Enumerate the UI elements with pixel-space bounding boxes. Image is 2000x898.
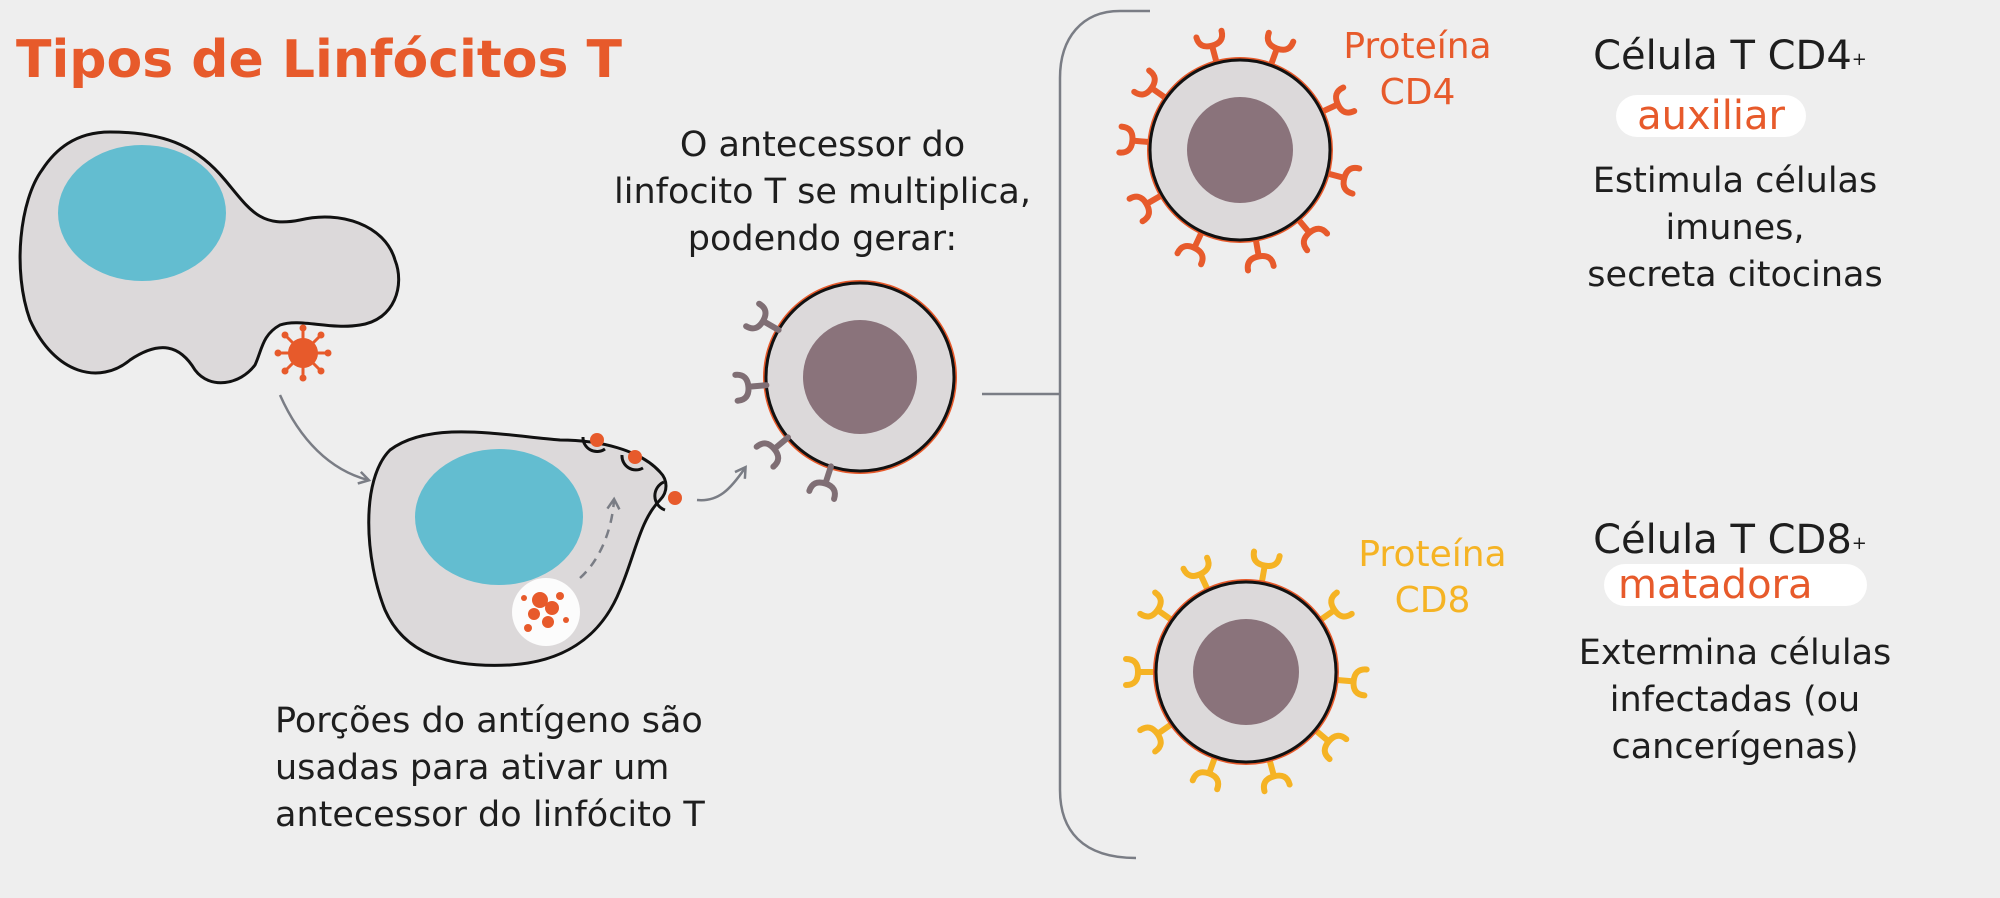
cd8-protein-icon: [1250, 548, 1283, 587]
receptor-icon: [732, 371, 770, 404]
cell-nucleus: [415, 449, 583, 585]
cd8-protein-icon: [1260, 755, 1293, 795]
receptor-icon: [753, 434, 791, 470]
cd8-description: Extermina células infectadas (ou cancerí…: [1578, 633, 1892, 767]
cd4-protein-icons: [1116, 27, 1363, 274]
cd4-protein-icon: [1131, 67, 1170, 102]
cd4-cell-title: Célula T CD4+: [1593, 33, 1867, 79]
t-precursor-cell: [732, 280, 957, 502]
antigen-presenting-cell: [18, 130, 401, 385]
antigen-fragments-icon: [512, 578, 580, 646]
cd4-protein-icon: [1264, 29, 1297, 69]
antigen-processing-cell: [367, 430, 682, 667]
cd4-protein-icon: [1318, 84, 1358, 116]
cd8-protein-icon: [1332, 666, 1370, 699]
cd4-description: Estimula células imunes, secreta citocin…: [1587, 161, 1883, 295]
cd4-protein-icon: [1244, 235, 1277, 274]
receptor-icon: [743, 300, 782, 333]
cd8-protein-icon: [1180, 554, 1212, 594]
bracket: [1058, 9, 1150, 860]
cd4-protein-icon: [1294, 215, 1331, 254]
cd8-role-badge: matadora: [1604, 564, 1867, 606]
cd4-protein-label: Proteína CD4: [1343, 26, 1492, 113]
virus-antigen-icon: [274, 324, 332, 382]
step1-caption: Porções do antígeno são usadas para ativ…: [275, 701, 705, 835]
arrow-to-t-precursor: [696, 468, 745, 502]
mhc-antigen-icon: [581, 433, 682, 512]
arrow-to-processing-cell: [278, 394, 368, 480]
cd8-protein-icon: [1311, 726, 1350, 763]
cd8-protein-icon: [1189, 753, 1222, 793]
cd4-helper-cell: [1116, 27, 1363, 274]
receptor-icons: [732, 300, 838, 502]
cd8-protein-icon: [1137, 589, 1176, 624]
receptor-icon: [806, 463, 838, 502]
cd8-killer-cell: [1123, 548, 1370, 795]
cell-nucleus: [58, 145, 226, 281]
cd4-protein-icon: [1323, 164, 1363, 197]
page-title: Tipos de Linfócitos T: [16, 30, 622, 90]
cd4-protein-icon: [1174, 228, 1206, 268]
cd8-protein-icon: [1123, 656, 1159, 688]
cd4-protein-icon: [1116, 123, 1154, 156]
cd8-protein-icon: [1137, 720, 1176, 755]
cd4-protein-icon: [1126, 192, 1166, 225]
step2-caption: O antecessor do linfocito T se multiplic…: [614, 125, 1031, 259]
cd8-cell-title: Célula T CD8+: [1593, 517, 1867, 563]
cd4-protein-icon: [1193, 27, 1226, 67]
cd4-role-badge: auxiliar: [1616, 95, 1806, 137]
cd8-protein-label: Proteína CD8: [1358, 534, 1507, 621]
